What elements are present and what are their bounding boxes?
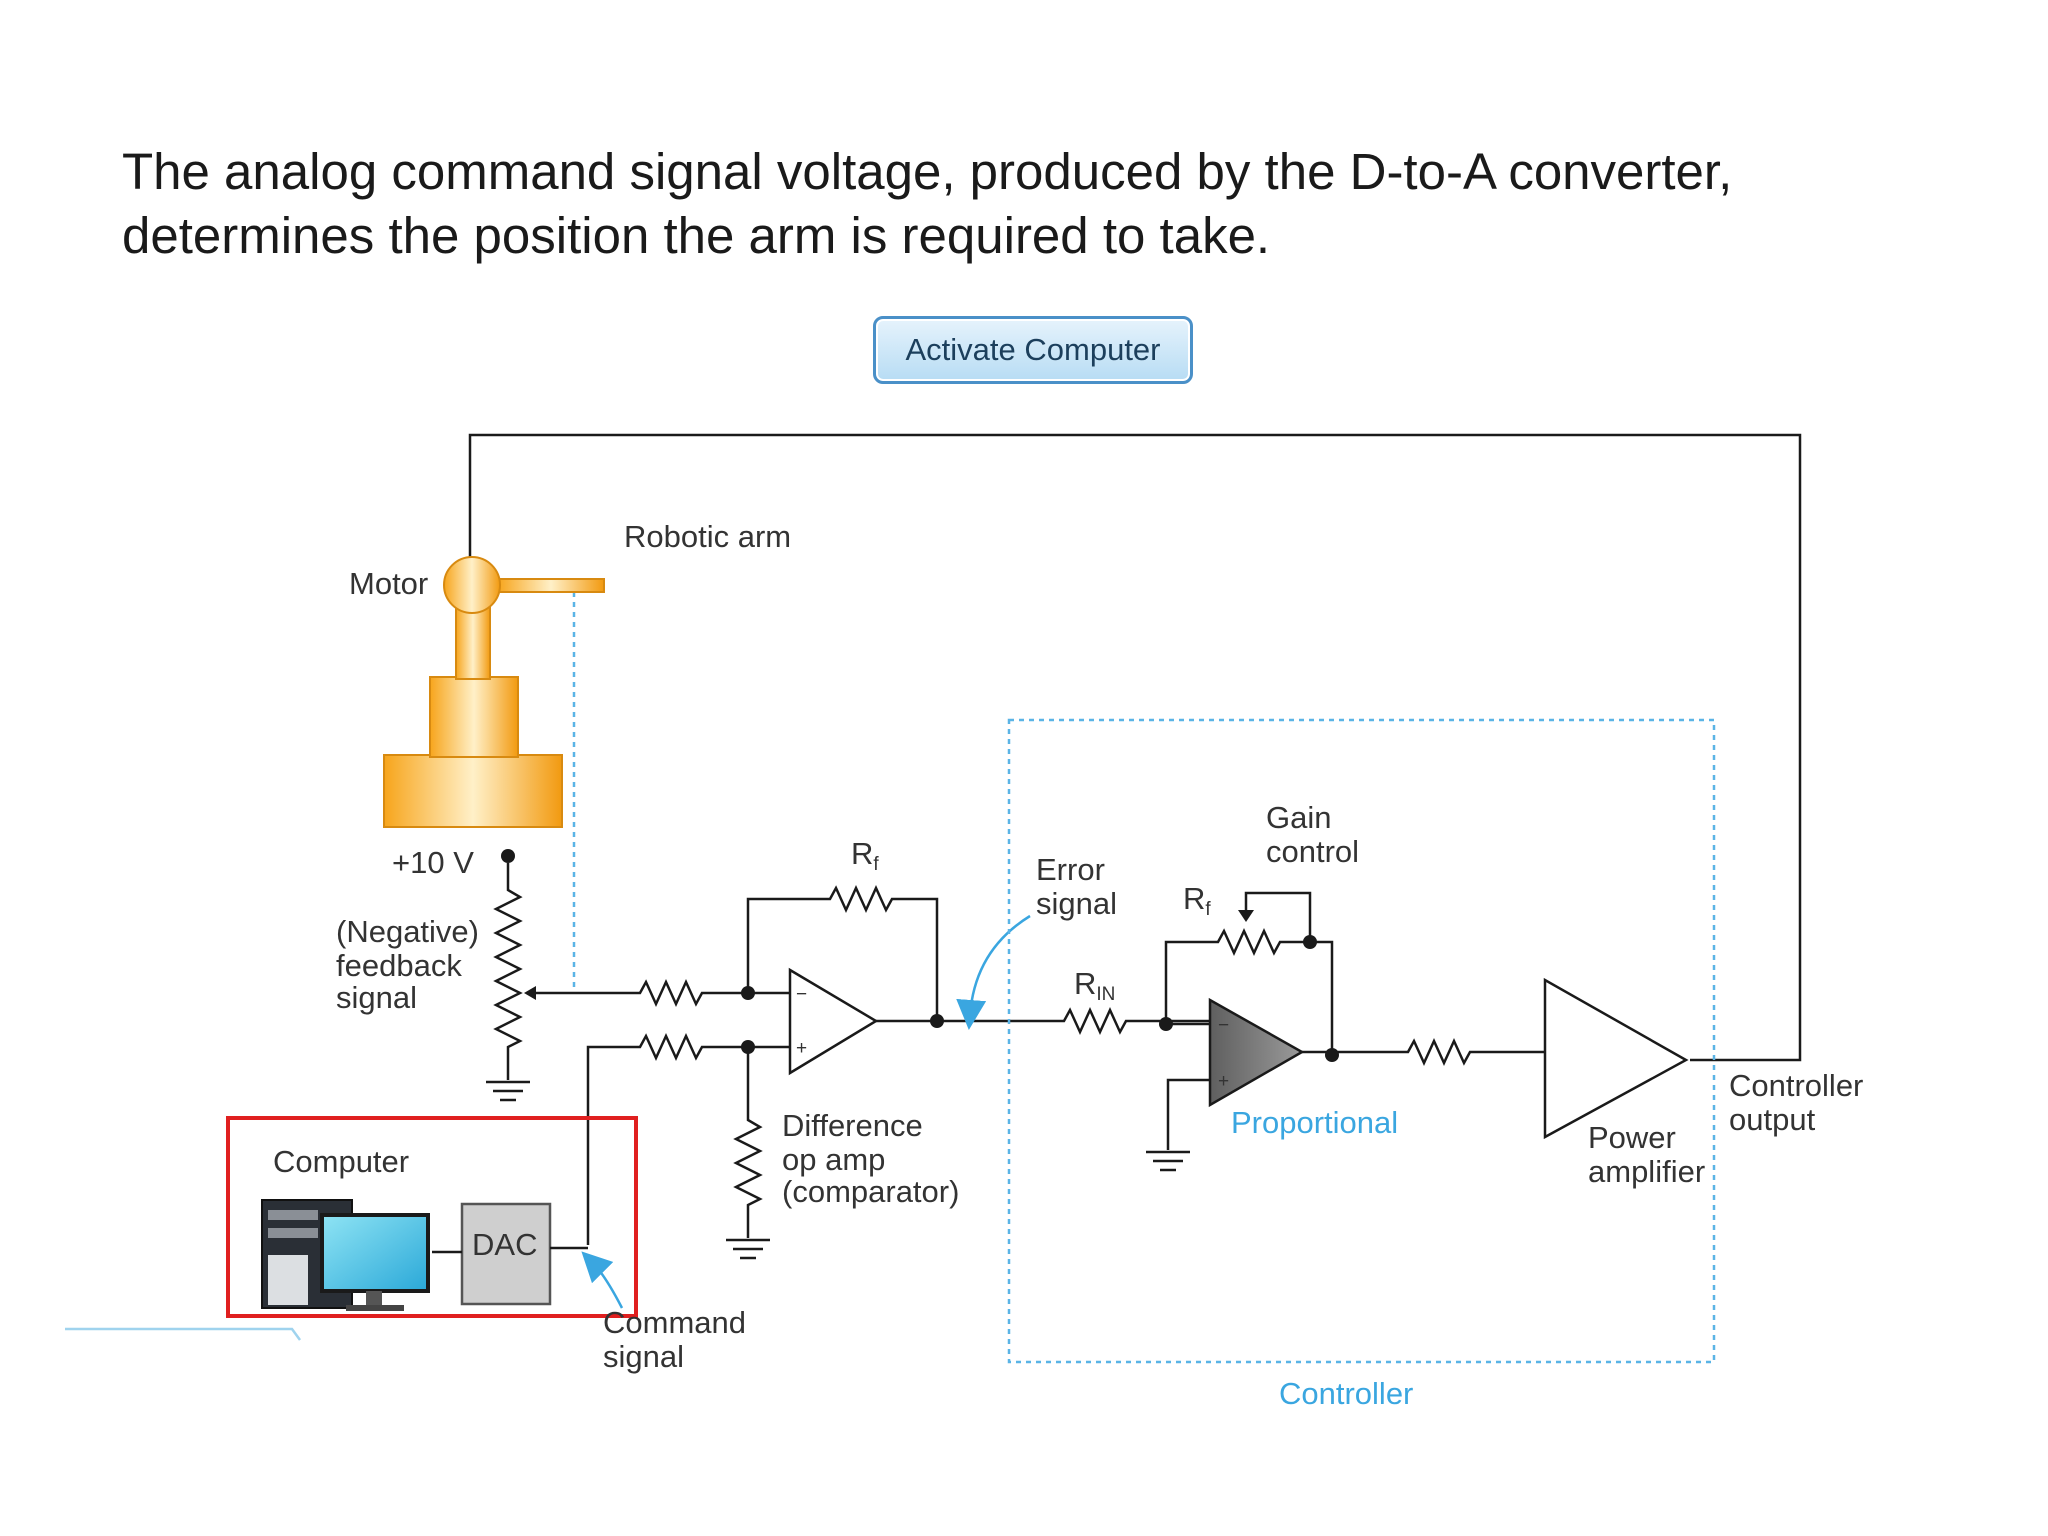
computer-label: Computer bbox=[273, 1144, 409, 1179]
feedback-loop-wire bbox=[468, 433, 1802, 1062]
controller-box bbox=[1007, 718, 1716, 1364]
command-signal-arrow bbox=[581, 1251, 624, 1309]
command-input-resistor bbox=[586, 1032, 790, 1245]
controller-label: Controller bbox=[1279, 1376, 1413, 1411]
rin-resistor bbox=[1060, 1006, 1210, 1036]
rf-prop-label: Rf bbox=[1183, 881, 1211, 920]
dac-box bbox=[460, 1202, 552, 1306]
motor-label: Motor bbox=[349, 566, 428, 601]
difference-op-amp-icon bbox=[788, 967, 879, 1076]
power-amplifier-icon bbox=[1543, 977, 1689, 1140]
diff-amp-plus-sign: + bbox=[796, 1038, 807, 1059]
error-signal-arrow bbox=[956, 914, 1031, 1030]
controller-output-label: Controller output bbox=[1729, 1068, 1872, 1137]
negative-feedback-label: (Negative) feedback signal bbox=[336, 914, 488, 1015]
computer-icon bbox=[261, 1199, 430, 1311]
computer-highlight-box bbox=[226, 1116, 638, 1318]
dac-label: DAC bbox=[472, 1227, 537, 1262]
gain-control-arrow-icon bbox=[1238, 910, 1254, 922]
instruction-line-1: The analog command signal voltage, produ… bbox=[122, 143, 1733, 200]
prop-amp-plus-sign: + bbox=[1218, 1071, 1229, 1092]
rf-label: Rf bbox=[851, 836, 879, 875]
robotic-arm bbox=[383, 556, 605, 828]
diff-amp-minus-sign: − bbox=[796, 984, 807, 1005]
error-signal-label: Error signal bbox=[1036, 852, 1117, 921]
ground-icon bbox=[1146, 1150, 1190, 1172]
activate-computer-button[interactable]: Activate Computer bbox=[873, 316, 1193, 384]
wiper-arrow-icon bbox=[524, 986, 536, 1000]
robotic-arm-label: Robotic arm bbox=[624, 519, 791, 554]
feedback-input-resistor bbox=[630, 978, 750, 1008]
proportional-op-amp-icon bbox=[1208, 997, 1305, 1108]
ground-icon bbox=[726, 1238, 770, 1260]
ground-icon bbox=[486, 1080, 530, 1102]
rf-resistor bbox=[746, 884, 939, 1019]
proportional-label: Proportional bbox=[1231, 1105, 1398, 1140]
instruction-line-2: determines the position the arm is requi… bbox=[122, 207, 1271, 264]
supply-terminal bbox=[501, 849, 515, 863]
ground-resistor bbox=[733, 1047, 763, 1238]
motor-icon bbox=[443, 556, 501, 614]
instruction-text: The analog command signal voltage, produ… bbox=[122, 140, 2002, 268]
power-amplifier-label: Power amplifier bbox=[1588, 1120, 1705, 1189]
potentiometer-resistor bbox=[493, 863, 523, 1080]
gain-control-label: Gain control bbox=[1266, 800, 1359, 869]
difference-op-amp-label: Difference op amp (comparator) bbox=[782, 1108, 959, 1209]
panel-edge-divider bbox=[65, 1327, 302, 1341]
supply-voltage-label: +10 V bbox=[392, 845, 474, 880]
command-signal-label: Command signal bbox=[603, 1305, 755, 1374]
rin-label: RIN bbox=[1074, 966, 1115, 1005]
prop-amp-minus-sign: − bbox=[1218, 1015, 1229, 1036]
